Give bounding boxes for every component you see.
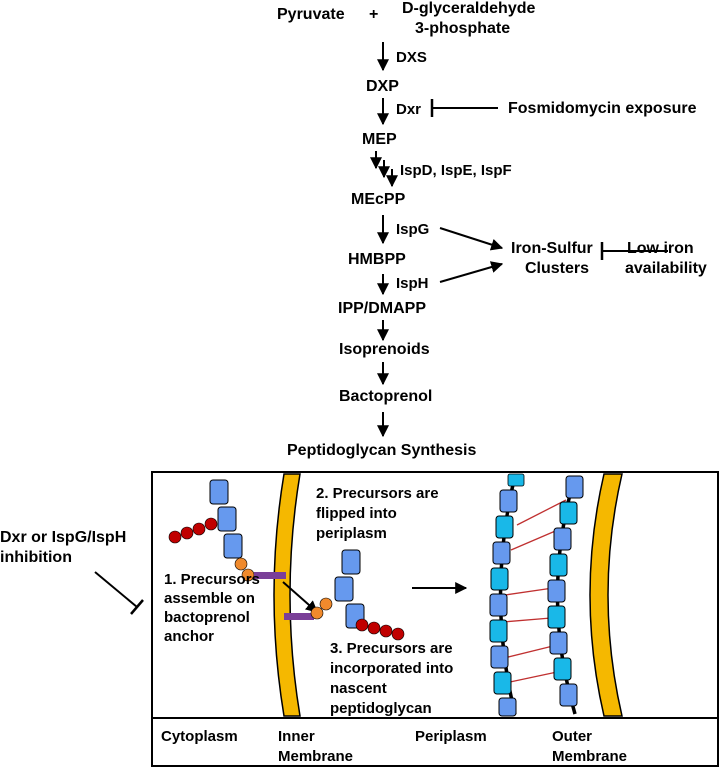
- glycan-block: [495, 515, 514, 539]
- fes-label-line2: Clusters: [525, 260, 589, 277]
- inhibition-bar: [130, 599, 144, 615]
- outer-membrane: [589, 473, 623, 717]
- lipid-anchor: [284, 613, 314, 620]
- sugar-block: [217, 506, 237, 532]
- glycan-block: [547, 579, 566, 603]
- plus-sign: +: [369, 6, 378, 23]
- peptide-bead: [379, 624, 393, 638]
- glycan-block: [549, 553, 568, 577]
- glycan-block: [489, 593, 508, 617]
- glycan-block: [559, 683, 578, 707]
- cell-envelope-box: [151, 471, 719, 767]
- mep-label: MEP: [362, 131, 397, 148]
- inhibition-label-line2: inhibition: [0, 549, 72, 566]
- ispg-enzyme-label: IspG: [396, 221, 429, 238]
- inner-membrane: [273, 473, 301, 717]
- step1-line3: bactoprenol: [164, 609, 250, 626]
- periplasm-label: Periplasm: [415, 728, 487, 745]
- outer-membrane-label-line1: Outer: [552, 728, 592, 745]
- step1-line2: assemble on: [164, 590, 255, 607]
- glycan-block: [498, 697, 517, 717]
- ipp-dmapp-label: IPP/DMAPP: [338, 300, 426, 317]
- dxp-label: DXP: [366, 78, 399, 95]
- glycan-block: [553, 527, 572, 551]
- phosphate-circle: [319, 597, 333, 611]
- peptide-bead: [355, 618, 369, 632]
- step3-line4: peptidoglycan: [330, 700, 432, 717]
- glycan-block: [549, 631, 568, 655]
- fosmidomycin-label: Fosmidomycin exposure: [508, 100, 697, 117]
- glycan-block: [559, 501, 578, 525]
- cytoplasm-label: Cytoplasm: [161, 728, 238, 745]
- glycan-block: [499, 489, 518, 513]
- glycan-blocks-right: [547, 475, 584, 707]
- ispdef-enzyme-label: IspD, IspE, IspF: [400, 162, 512, 179]
- sugar-block: [341, 549, 361, 575]
- mecpp-label: MEcPP: [351, 191, 406, 208]
- glycan-blocks-left: [489, 473, 525, 717]
- inhibition-line: [94, 571, 138, 608]
- precursor-periplasm: [284, 549, 405, 641]
- peptide-bead: [192, 522, 206, 536]
- peptide-bead: [180, 526, 194, 540]
- peptide-bead: [367, 621, 381, 635]
- low-iron-label-line1: Low iron: [627, 240, 694, 257]
- inhibition-label-line1: Dxr or IspG/IspH: [0, 529, 126, 546]
- arrow-ispg-to-fes: [439, 227, 504, 251]
- crosslink: [502, 617, 552, 623]
- step1-line4: anchor: [164, 628, 214, 645]
- glycan-block: [490, 645, 509, 669]
- phosphate-circle: [310, 606, 324, 620]
- low-iron-label-line2: availability: [625, 260, 707, 277]
- isoprenoids-label: Isoprenoids: [339, 341, 430, 358]
- glycan-block: [492, 541, 511, 565]
- step2-line3: periplasm: [316, 525, 387, 542]
- peptide-bead: [168, 530, 182, 544]
- glycan-block: [490, 567, 509, 591]
- sugar-block: [209, 479, 229, 505]
- step3-line2: incorporated into: [330, 660, 453, 677]
- crosslink: [510, 528, 561, 551]
- dxs-enzyme-label: DXS: [396, 49, 427, 66]
- precursor-cytoplasm: [168, 479, 286, 582]
- isph-enzyme-label: IspH: [396, 275, 429, 292]
- pg-synthesis-label: Peptidoglycan Synthesis: [287, 442, 476, 459]
- step2-line1: 2. Precursors are: [316, 485, 439, 502]
- peptide-bead: [204, 517, 218, 531]
- flip-arrow: [282, 581, 318, 613]
- g3p-label-line2: 3-phosphate: [415, 20, 510, 37]
- inner-membrane-label-line1: Inner: [278, 728, 315, 745]
- arrow-isph-to-fes: [439, 261, 504, 283]
- crosslink: [516, 499, 567, 526]
- crosslink: [503, 645, 554, 659]
- step1-line1: 1. Precursors: [164, 571, 260, 588]
- dxr-enzyme-label: Dxr: [396, 101, 421, 118]
- step3-line3: nascent: [330, 680, 387, 697]
- fes-label-line1: Iron-Sulfur: [511, 240, 593, 257]
- phosphate-circle: [234, 557, 248, 571]
- pyruvate-label: Pyruvate: [277, 6, 345, 23]
- inner-membrane-label-line2: Membrane: [278, 748, 353, 765]
- step2-line2: flipped into: [316, 505, 397, 522]
- crosslink: [504, 587, 554, 596]
- glycan-block: [547, 605, 566, 629]
- bactoprenol-label: Bactoprenol: [339, 388, 432, 405]
- glycan-block: [553, 657, 572, 681]
- glycan-block: [565, 475, 584, 499]
- sugar-block: [223, 533, 243, 559]
- glycan-block: [489, 619, 508, 643]
- glycan-block: [493, 671, 512, 695]
- lipid-anchor: [254, 572, 286, 579]
- peptide-bead: [391, 627, 405, 641]
- peptide-crosslinks: [502, 499, 567, 683]
- hmbpp-label: HMBPP: [348, 251, 406, 268]
- sugar-block: [334, 576, 354, 602]
- crosslink: [509, 671, 558, 683]
- outer-membrane-label-line2: Membrane: [552, 748, 627, 765]
- step3-line1: 3. Precursors are: [330, 640, 453, 657]
- glycan-block: [507, 473, 525, 487]
- g3p-label-line1: D-glyceraldehyde: [402, 0, 535, 17]
